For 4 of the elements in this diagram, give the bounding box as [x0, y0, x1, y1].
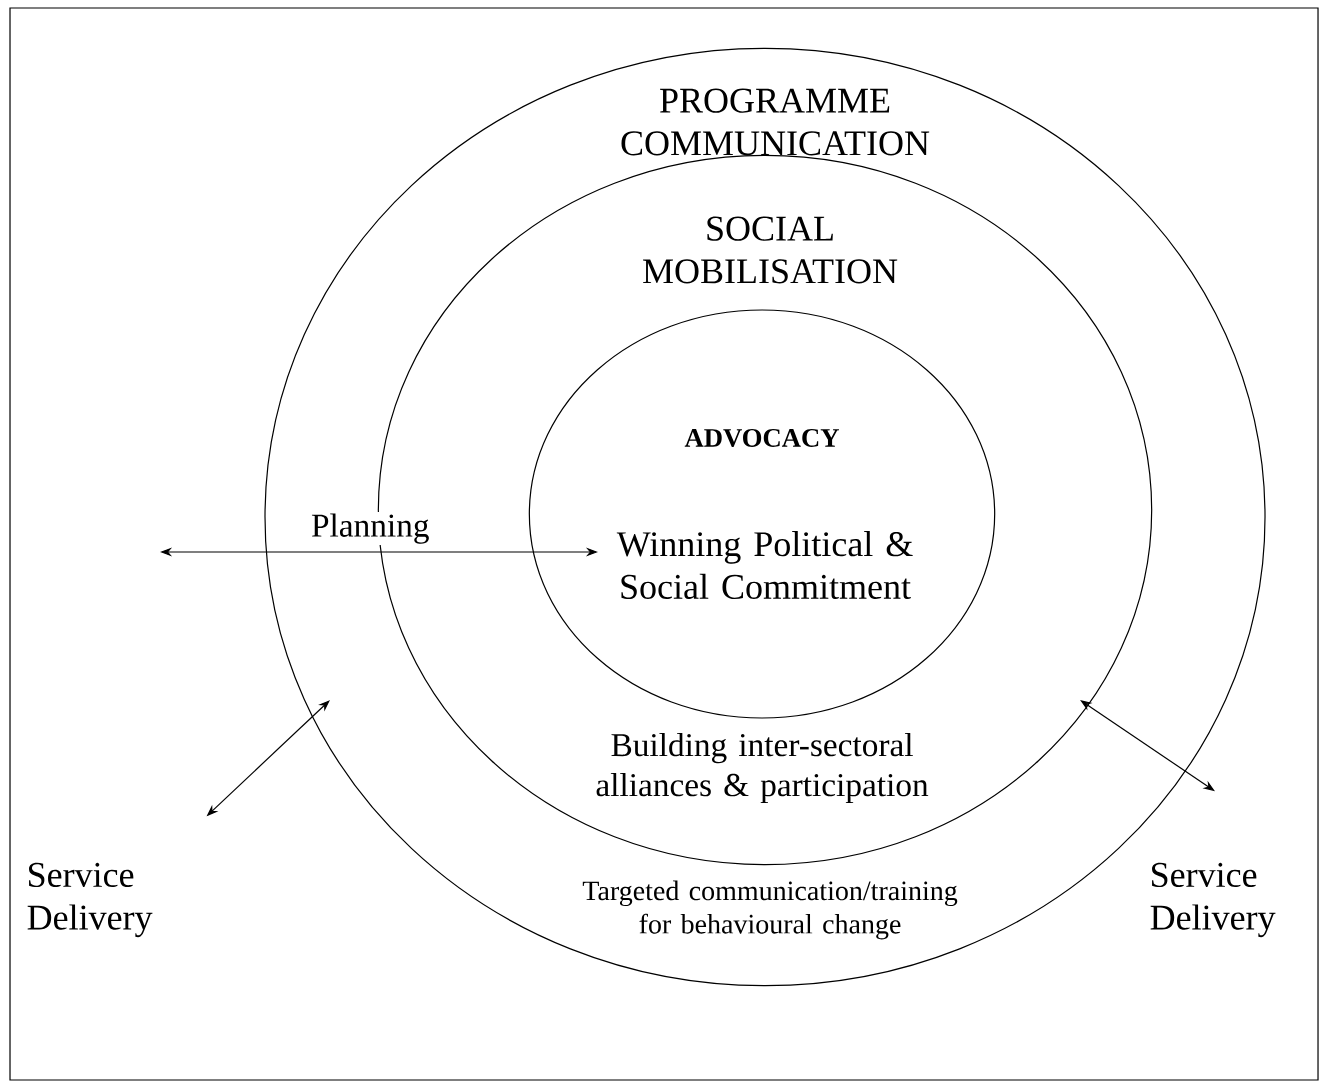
ellipse-region: ADVOCACY Winning Political & Social Commitment: [528, 309, 996, 719]
node-text: Service Delivery: [27, 862, 153, 938]
edge-label: Planning: [309, 512, 431, 546]
node-text: Service Delivery: [1150, 862, 1276, 938]
